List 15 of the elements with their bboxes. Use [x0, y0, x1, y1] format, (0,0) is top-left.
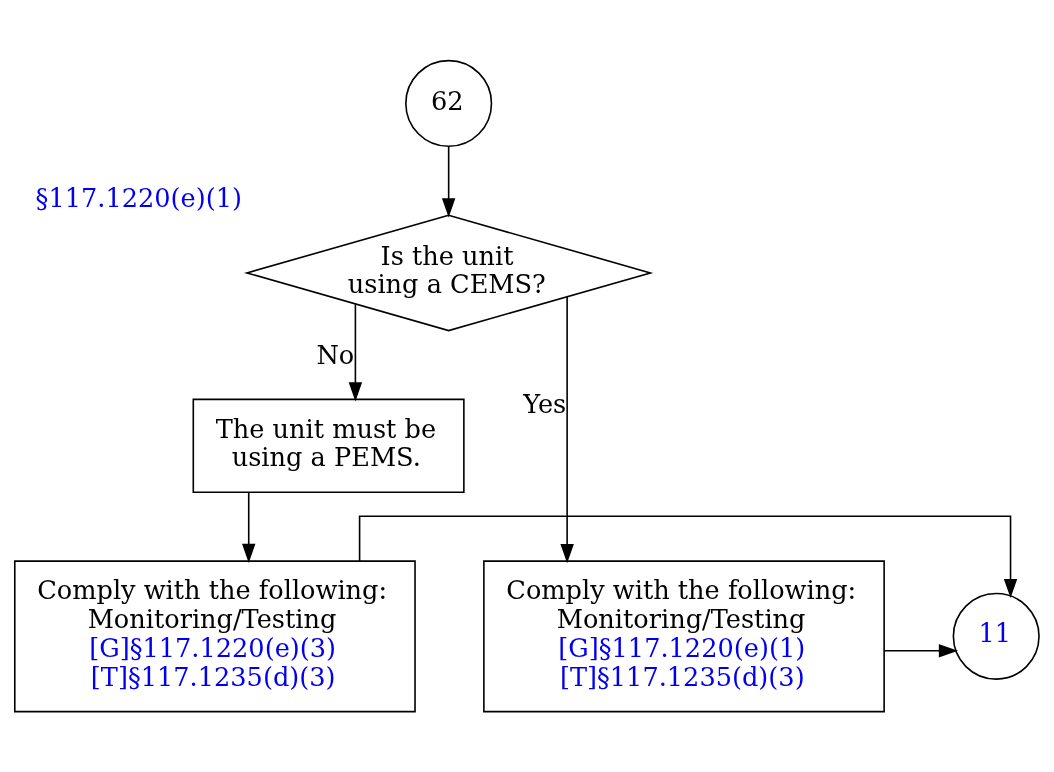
node-box: Comply with the following: Monitoring/Testing [G]§117.1220(e)(3) [T]§117.1235(d)(3): [13, 560, 416, 713]
arrow: [358, 515, 1018, 599]
node-circle: 62: [405, 59, 493, 148]
arrow: [883, 644, 959, 658]
arrow: [348, 303, 363, 402]
arrow: [242, 491, 256, 563]
edge-label: Yes: [523, 388, 567, 419]
node-box: The unit must be using a PEMS.: [192, 398, 465, 494]
node-diamond: Is the unit using a CEMS?: [244, 214, 654, 332]
arrow: [441, 145, 456, 218]
node-box: Comply with the following: Monitoring/Testing [G]§117.1220(e)(1) [T]§117.1235(d)(3): [483, 560, 885, 713]
node-circle: 11: [952, 592, 1040, 680]
arrow: [560, 295, 574, 564]
edge-label: No: [316, 340, 355, 371]
node-label: §117.1220(e)(1): [35, 182, 243, 213]
